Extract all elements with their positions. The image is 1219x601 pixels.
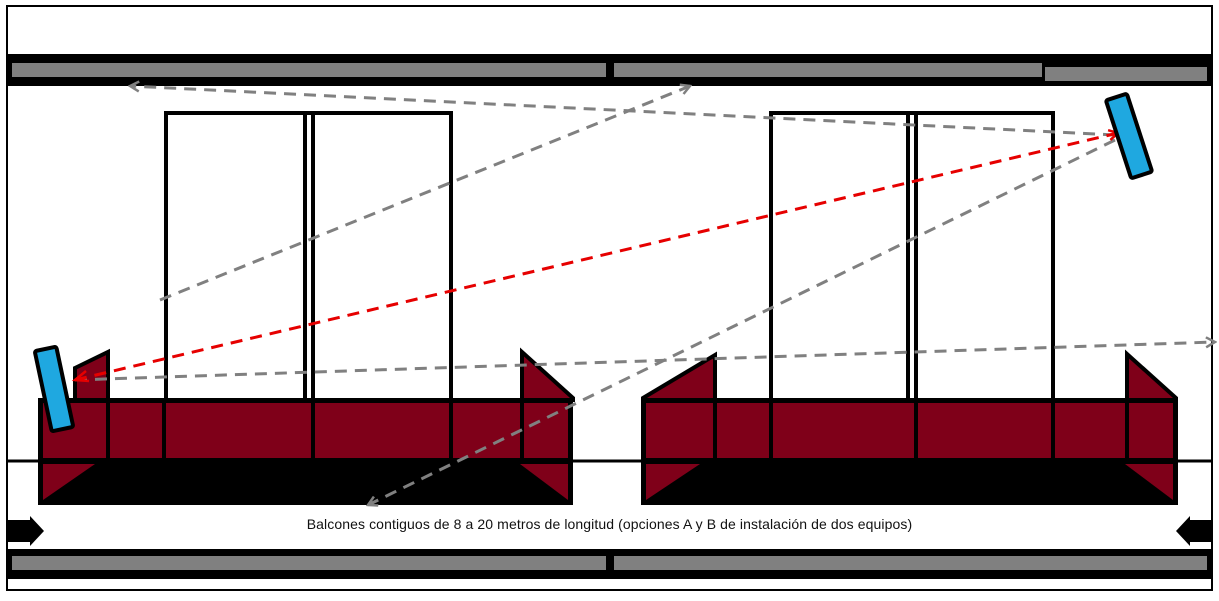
window-right-group: [769, 111, 1055, 402]
beam-gray-up: [159, 86, 690, 302]
outer-frame: [6, 5, 1213, 591]
arrow-entry-right: [1176, 516, 1212, 546]
beams-secondary: [74, 86, 1215, 505]
top-rail: [7, 54, 1212, 86]
beam-primary-left-head: [71, 370, 90, 383]
device-left: [33, 344, 75, 434]
diagram-caption: Balcones contiguos de 8 a 20 metros de l…: [306, 516, 913, 532]
balcony-right: [641, 349, 1178, 505]
window-left-group: [164, 111, 453, 402]
beam-gray-horizontal: [74, 342, 1215, 382]
bottom-rail: [7, 549, 1212, 579]
device-right: [1104, 92, 1154, 180]
arrow-entry-left: [8, 516, 44, 546]
beam-gray-top-left: [130, 86, 1116, 137]
